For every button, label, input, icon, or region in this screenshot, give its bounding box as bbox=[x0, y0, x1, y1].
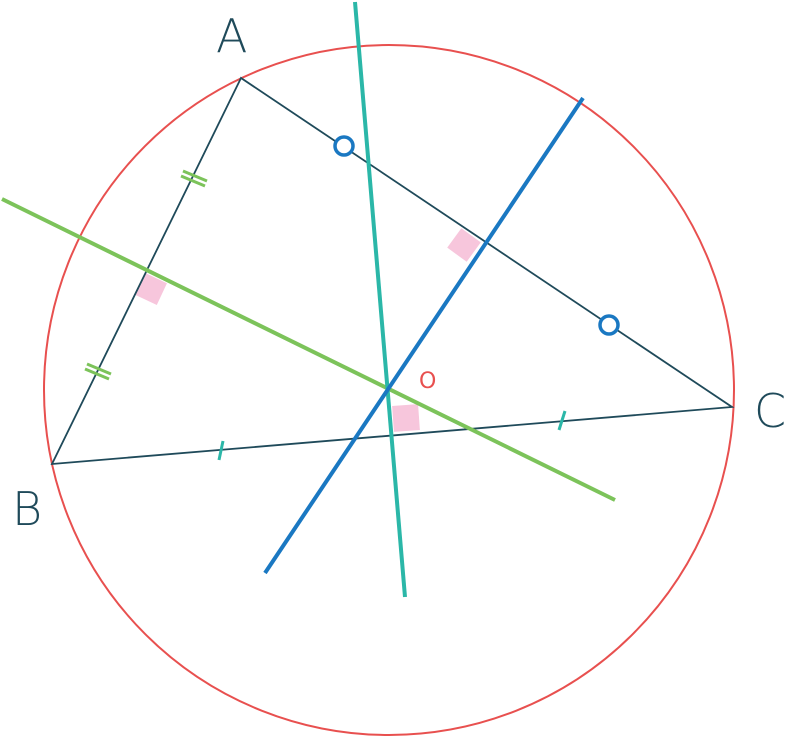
right-angle-mark-ac bbox=[447, 228, 481, 262]
circle-mark-ac-upper bbox=[333, 135, 355, 157]
tick-marks-ab-upper bbox=[180, 169, 208, 188]
circumcenter-label: O bbox=[419, 369, 436, 394]
perpendicular-bisector-ab bbox=[1, 197, 616, 502]
perpendicular-bisector-ac bbox=[263, 96, 585, 575]
tick-mark-bc-right bbox=[557, 410, 567, 431]
perpendicular-bisector-bc bbox=[353, 1, 407, 598]
right-angle-mark-bc bbox=[392, 404, 420, 432]
circumcircle bbox=[43, 44, 735, 736]
tick-mark-bc-left bbox=[217, 440, 225, 461]
vertex-label-c: C bbox=[754, 384, 786, 438]
right-angle-mark-ab bbox=[135, 273, 167, 305]
tick-marks-ab-lower bbox=[84, 362, 112, 381]
vertex-label-b: B bbox=[12, 482, 42, 536]
triangle-abc bbox=[50, 76, 735, 466]
vertex-label-a: A bbox=[216, 9, 247, 63]
circle-mark-ac-lower bbox=[598, 314, 620, 336]
